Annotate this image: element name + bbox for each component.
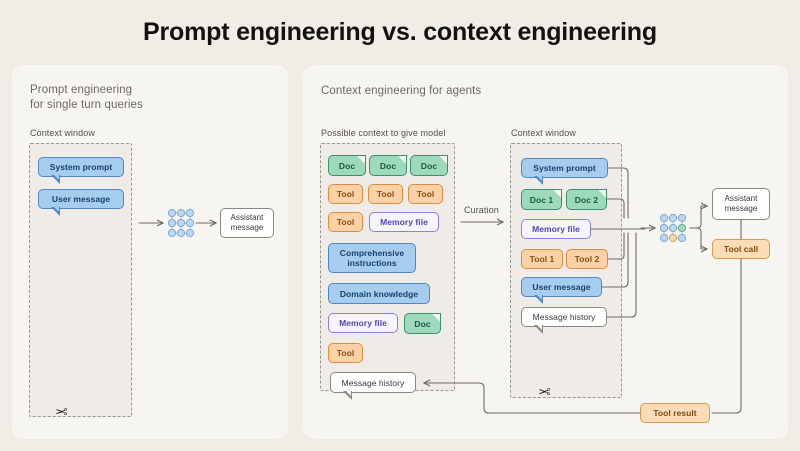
pc-node-tool-3-label: Tool bbox=[416, 189, 435, 199]
cw-node-doc-1-label: Doc 1 bbox=[529, 194, 554, 205]
cw-node-memory-file-label: Memory file bbox=[532, 224, 580, 234]
cw-node-doc-2[interactable]: Doc 2 bbox=[566, 189, 607, 210]
cw-node-tool-1-label: Tool 1 bbox=[529, 254, 555, 264]
bubble-tail-icon bbox=[51, 205, 62, 217]
bubble-tail-icon bbox=[534, 323, 545, 335]
pc-node-doc-4-label: Doc bbox=[414, 318, 431, 329]
doc-fold-icon bbox=[356, 155, 366, 165]
pc-node-domain-knowledge-label: Domain knowledge bbox=[339, 288, 419, 299]
scissors-icon: ✂ bbox=[538, 384, 551, 401]
doc-fold-icon bbox=[397, 155, 407, 165]
node-tool-result[interactable]: Tool result bbox=[640, 403, 710, 423]
cw-node-tool-2-label: Tool 2 bbox=[574, 254, 600, 264]
cw-node-message-history[interactable]: Message history bbox=[521, 307, 607, 334]
pc-node-tool-3[interactable]: Tool bbox=[408, 184, 443, 204]
left-node-user-message-label: User message bbox=[51, 194, 111, 204]
doc-fold-icon bbox=[438, 155, 448, 165]
cw-node-tool-2[interactable]: Tool 2 bbox=[566, 249, 608, 269]
bubble-tail-icon bbox=[343, 389, 354, 401]
cw-node-doc-1[interactable]: Doc 1 bbox=[521, 189, 562, 210]
pc-node-tool-5-label: Tool bbox=[336, 348, 355, 358]
output-node-tool-call-label: Tool call bbox=[723, 244, 759, 254]
pc-node-tool-2[interactable]: Tool bbox=[368, 184, 403, 204]
page-title: Prompt engineering vs. context engineeri… bbox=[143, 18, 657, 46]
cw-node-user-message[interactable]: User message bbox=[521, 277, 602, 304]
output-node-tool-call[interactable]: Tool call bbox=[712, 239, 770, 259]
pc-node-comprehensive-instructions-label: Comprehensive instructions bbox=[339, 248, 405, 268]
possible-context-label: Possible context to give model bbox=[321, 128, 446, 138]
doc-fold-icon bbox=[552, 189, 562, 199]
pc-node-doc-4[interactable]: Doc bbox=[404, 313, 441, 334]
pc-node-tool-1[interactable]: Tool bbox=[328, 184, 363, 204]
cw-node-user-message-label: User message bbox=[532, 282, 591, 292]
bubble-tail-icon bbox=[51, 173, 62, 185]
node-tool-result-label: Tool result bbox=[653, 408, 697, 418]
pc-node-memory-file-2-label: Memory file bbox=[339, 318, 387, 328]
left-context-window-label: Context window bbox=[30, 128, 95, 138]
bubble-tail-icon bbox=[534, 174, 545, 186]
output-node-assistant-message-label: Assistant message bbox=[724, 194, 758, 213]
doc-fold-icon bbox=[597, 189, 607, 199]
pc-node-comprehensive-instructions[interactable]: Comprehensive instructions bbox=[328, 243, 416, 273]
pc-node-doc-1-label: Doc bbox=[338, 160, 356, 171]
pc-node-memory-file-2[interactable]: Memory file bbox=[328, 313, 398, 333]
pc-node-doc-2-label: Doc bbox=[379, 160, 397, 171]
left-context-window-box bbox=[29, 143, 132, 417]
right-panel-title: Context engineering for agents bbox=[321, 85, 482, 97]
doc-fold-icon bbox=[431, 313, 441, 323]
pc-node-tool-1-label: Tool bbox=[336, 189, 355, 199]
pc-node-memory-file-1[interactable]: Memory file bbox=[369, 212, 439, 232]
cw-node-message-history-label: Message history bbox=[532, 312, 596, 322]
cw-node-tool-1[interactable]: Tool 1 bbox=[521, 249, 563, 269]
output-node-assistant-message[interactable]: Assistant message bbox=[712, 188, 770, 220]
pc-node-doc-3[interactable]: Doc bbox=[410, 155, 448, 176]
pc-node-domain-knowledge[interactable]: Domain knowledge bbox=[328, 283, 430, 304]
pc-node-tool-2-label: Tool bbox=[376, 189, 395, 199]
cw-node-memory-file[interactable]: Memory file bbox=[521, 219, 591, 239]
bubble-tail-icon bbox=[534, 293, 545, 305]
pc-node-doc-3-label: Doc bbox=[420, 160, 438, 171]
cw-node-system-prompt-label: System prompt bbox=[533, 163, 596, 173]
pc-node-tool-4-label: Tool bbox=[336, 217, 355, 227]
left-node-system-prompt-label: System prompt bbox=[49, 162, 113, 172]
right-context-window-label: Context window bbox=[511, 128, 576, 138]
pc-node-message-history-label: Message history bbox=[341, 377, 405, 388]
pc-node-doc-1[interactable]: Doc bbox=[328, 155, 366, 176]
left-panel-title-line2: for single turn queries bbox=[30, 99, 143, 111]
left-panel-title-line1: Prompt engineering bbox=[30, 84, 133, 96]
pc-node-doc-2[interactable]: Doc bbox=[369, 155, 407, 176]
left-node-user-message[interactable]: User message bbox=[38, 189, 124, 216]
left-node-assistant-message[interactable]: Assistant message bbox=[220, 208, 274, 238]
left-node-assistant-message-label: Assistant message bbox=[230, 213, 264, 232]
cw-node-doc-2-label: Doc 2 bbox=[574, 194, 599, 205]
pc-node-message-history[interactable]: Message history bbox=[330, 372, 416, 400]
pc-node-tool-5[interactable]: Tool bbox=[328, 343, 363, 363]
curation-label: Curation bbox=[464, 205, 499, 215]
cw-node-system-prompt[interactable]: System prompt bbox=[521, 158, 608, 185]
pc-node-memory-file-1-label: Memory file bbox=[380, 217, 428, 227]
scissors-icon: ✂ bbox=[55, 404, 68, 421]
left-node-system-prompt[interactable]: System prompt bbox=[38, 157, 124, 184]
right-context-window-box bbox=[510, 143, 622, 398]
pc-node-tool-4[interactable]: Tool bbox=[328, 212, 363, 232]
